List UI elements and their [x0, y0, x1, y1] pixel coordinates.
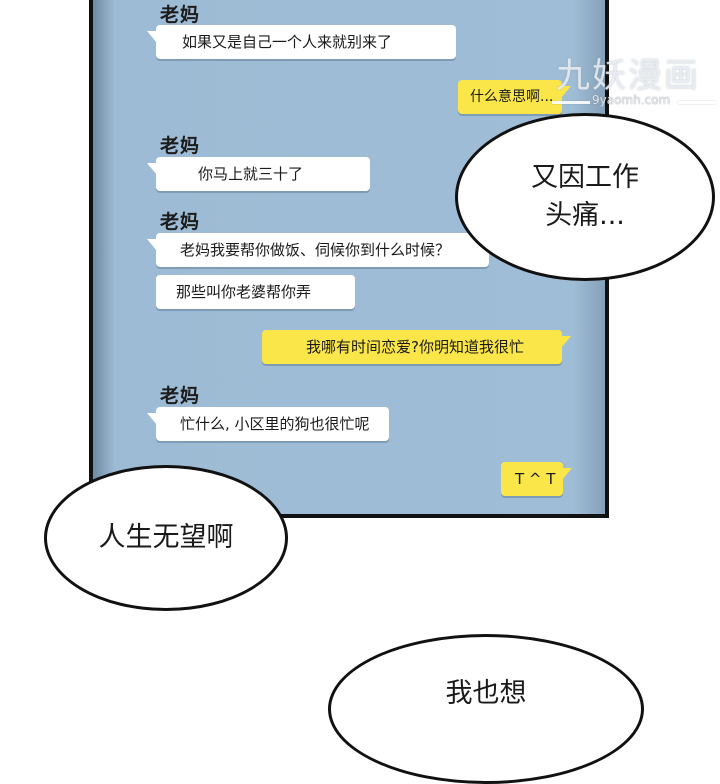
message-text: 那些叫你老婆帮你弄 — [176, 283, 312, 301]
speech-text: 人生无望啊 — [98, 522, 234, 553]
sender-name: 老妈 — [160, 4, 201, 26]
message-text: 如果又是自己一个人来就别来了 — [182, 33, 393, 51]
incoming-message: 老妈我要帮你做饭、伺候你到什么时候？ — [147, 233, 489, 267]
speech-text: 我也想 — [445, 678, 527, 709]
incoming-message: 你马上就三十了 — [147, 157, 370, 191]
outgoing-message: T ^ T — [501, 462, 572, 496]
watermark-divider — [678, 101, 716, 104]
speech-bubble: 又因工作 头痛... — [455, 113, 715, 281]
outgoing-message: 什么意思啊... — [458, 80, 571, 114]
message-text: 你马上就三十了 — [198, 165, 304, 183]
speech-bubble: 我也想 — [328, 634, 644, 784]
speech-text: 又因工作 头痛... — [531, 162, 639, 231]
message-text: 我哪有时间恋爱?你明知道我很忙 — [306, 338, 524, 356]
outgoing-message: 我哪有时间恋爱?你明知道我很忙 — [262, 330, 571, 364]
message-text: 忙什么, 小区里的狗也很忙呢 — [180, 415, 370, 433]
message-text: 老妈我要帮你做饭、伺候你到什么时候？ — [180, 241, 451, 259]
incoming-message: 如果又是自己一个人来就别来了 — [147, 25, 456, 59]
message-text: 什么意思啊... — [470, 89, 554, 105]
message-text: T ^ T — [515, 470, 556, 488]
incoming-message: 忙什么, 小区里的狗也很忙呢 — [147, 407, 389, 441]
speech-bubble: 人生无望啊 — [44, 465, 288, 611]
sender-name: 老妈 — [160, 385, 201, 407]
incoming-message: 那些叫你老婆帮你弄 — [156, 275, 355, 309]
sender-name: 老妈 — [160, 135, 201, 157]
sender-name: 老妈 — [160, 211, 201, 233]
